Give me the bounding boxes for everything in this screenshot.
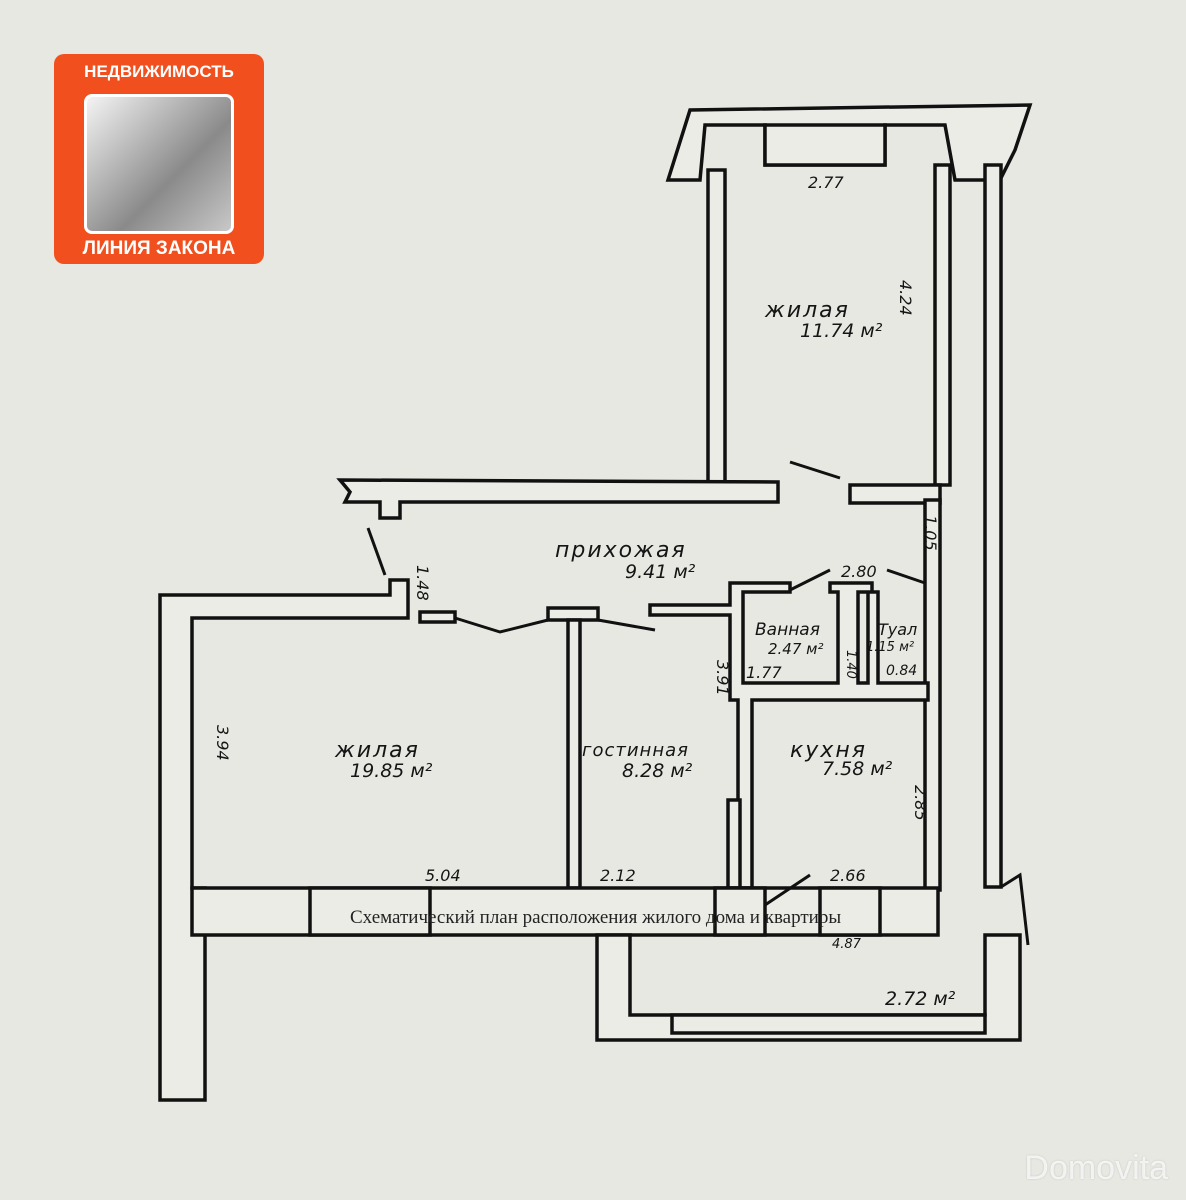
dim-balcony-width: 4.87 — [832, 937, 861, 952]
room-name-bedroom-large: жилая — [335, 738, 420, 763]
logo-bottom-text: ЛИНИЯ ЗАКОНА — [82, 238, 236, 259]
room-area-toilet: 1.15 м² — [866, 640, 915, 655]
room-name-toilet: Туал — [878, 620, 918, 639]
bottom-window-left — [308, 886, 432, 937]
dim-living-width: 2.12 — [600, 866, 636, 885]
room-name-kitchen: кухня — [790, 738, 867, 763]
dim-kitchen-width: 2.66 — [830, 866, 866, 885]
left-outer-wall — [158, 578, 410, 1102]
dim-left-height: 3.94 — [213, 725, 232, 761]
top-window — [763, 123, 887, 167]
balcony-rail — [670, 1013, 987, 1035]
living-left-wall — [566, 618, 582, 890]
company-logo: НЕДВИЖИМОСТЬ ЛИНИЯ ЗАКОНА — [54, 54, 264, 264]
dim-top-height: 4.24 — [896, 280, 915, 316]
room-name-hallway: прихожая — [555, 538, 687, 563]
logo-top-text: НЕДВИЖИМОСТЬ — [84, 62, 234, 81]
logo-column-icon — [84, 94, 234, 234]
room-area-kitchen: 7.58 м² — [822, 758, 893, 780]
room-area-bedroom-small: 11.74 м² — [800, 320, 883, 342]
dim-bath-width: 1.77 — [746, 663, 782, 682]
room-name-bathroom: Ванная — [755, 620, 820, 640]
room-name-living: гостинная — [582, 740, 689, 761]
dim-toilet-width: 0.84 — [886, 663, 918, 679]
room-area-hallway: 9.41 м² — [625, 561, 696, 583]
upper-room-left-wall — [706, 168, 727, 484]
dim-kitchen-height: 2.85 — [911, 785, 930, 821]
dim-bath-height: 1.40 — [843, 650, 858, 679]
bottom-window-right — [818, 886, 882, 937]
watermark: Domovita — [1024, 1149, 1168, 1187]
room-area-balcony: 2.72 м² — [885, 988, 956, 1010]
right-outer-wall — [983, 163, 1003, 889]
dim-bath-top: 2.80 — [841, 562, 877, 581]
dim-hall-left: 1.48 — [413, 565, 432, 601]
corridor-wall — [336, 478, 780, 520]
dim-living-height: 3.91 — [713, 660, 732, 696]
room-name-bedroom-small: жилая — [765, 298, 850, 323]
corridor-wall-right — [848, 483, 942, 505]
dim-hall-right: 1.05 — [921, 515, 940, 551]
dim-top-width: 2.77 — [808, 173, 844, 192]
room-area-bedroom-large: 19.85 м² — [350, 760, 433, 782]
dim-left-width: 5.04 — [425, 866, 461, 885]
plan-caption: Схематический план расположения жилого д… — [350, 907, 842, 928]
left-room-door-stub — [418, 610, 457, 624]
partition-stub — [546, 606, 600, 622]
upper-room-right-wall — [933, 163, 952, 487]
room-area-living: 8.28 м² — [622, 760, 693, 782]
balcony-door — [713, 886, 767, 937]
kitchen-stub — [726, 798, 742, 890]
room-area-bathroom: 2.47 м² — [768, 640, 824, 658]
